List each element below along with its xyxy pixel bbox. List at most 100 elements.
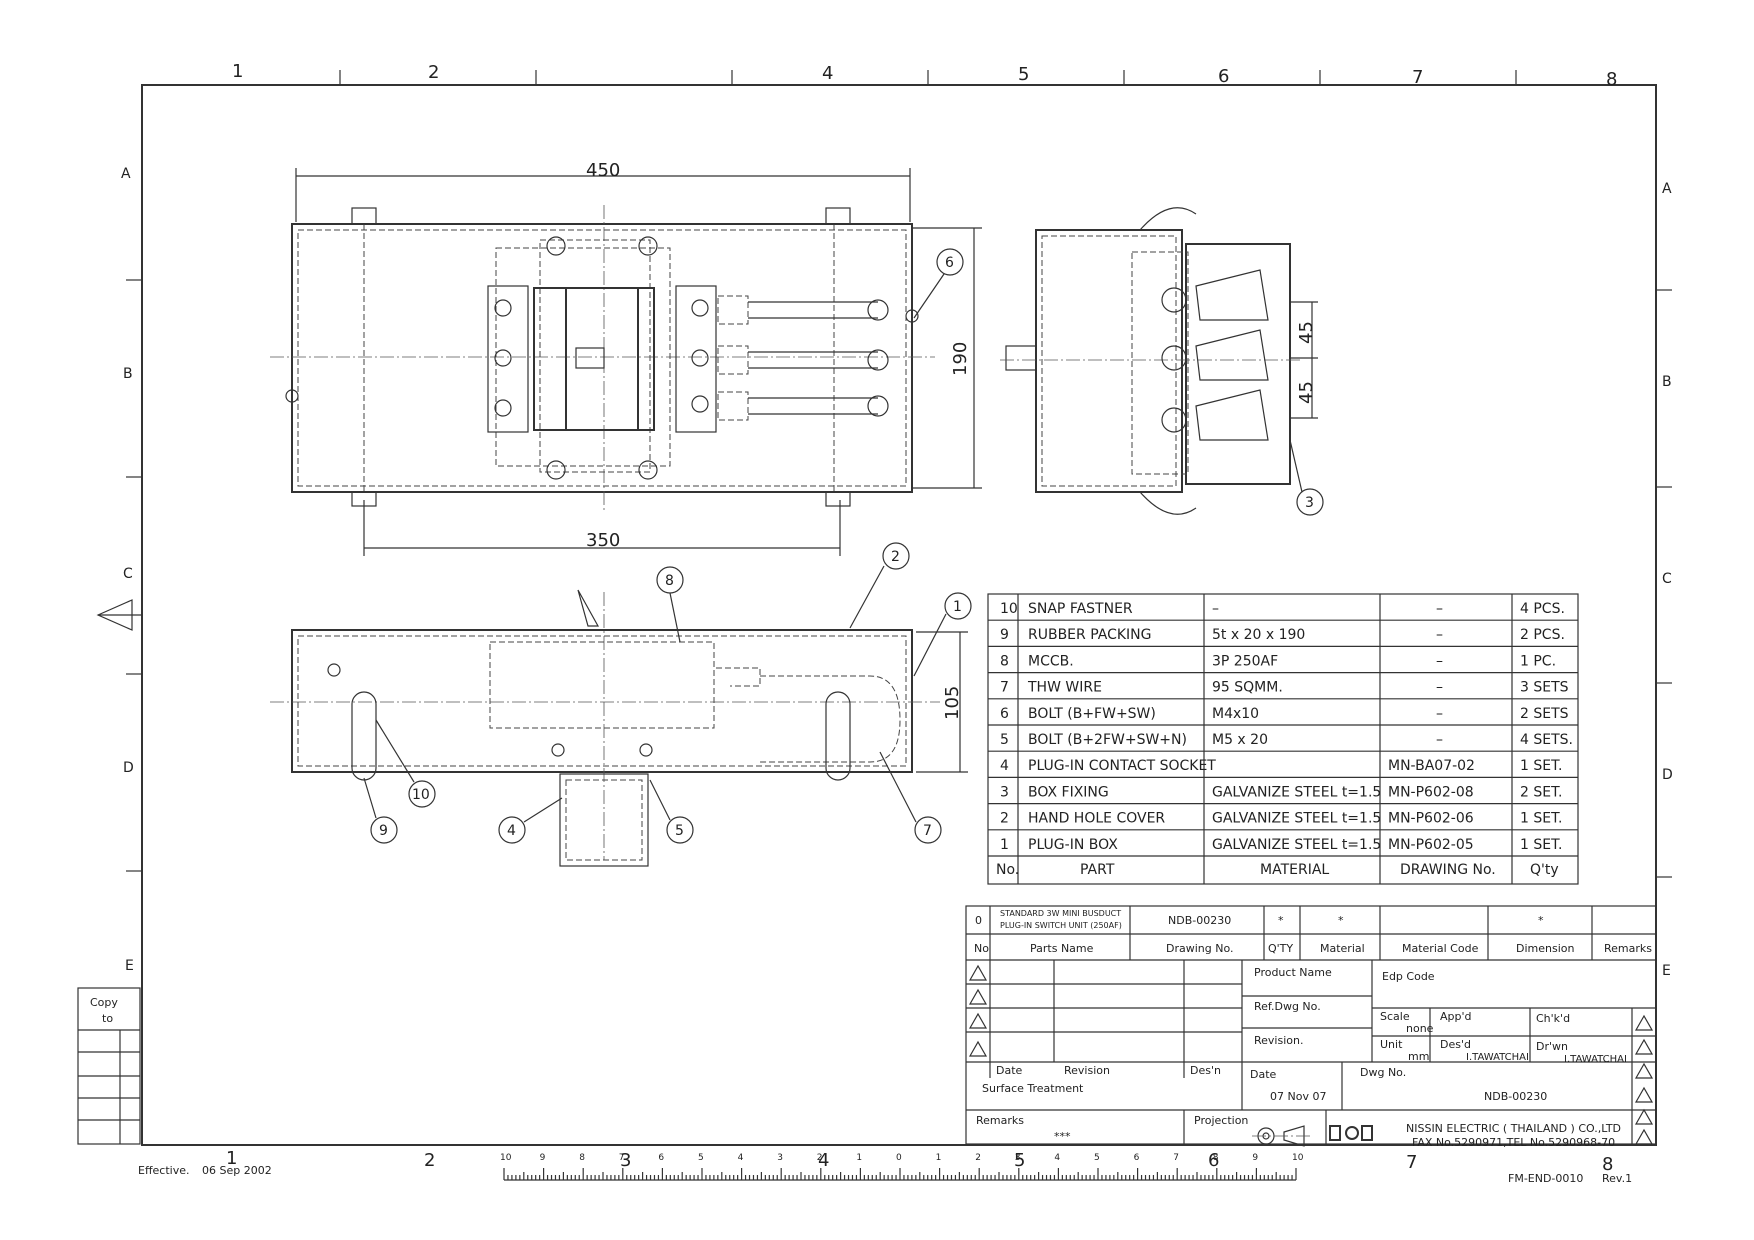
- zone-top-5: 5: [1018, 64, 1029, 85]
- tb-remarks-value: ***: [1054, 1130, 1071, 1143]
- ruler-label: 2: [975, 1153, 981, 1163]
- parts-row-6-material: M4x10: [1212, 706, 1259, 722]
- parts-row-3-qty: 2 SET.: [1520, 784, 1562, 800]
- parts-row-10-material: –: [1212, 601, 1219, 617]
- parts-row-7-part: THW WIRE: [1027, 680, 1102, 696]
- balloon-1: 1: [953, 599, 962, 615]
- parts-row-2-no: 2: [1000, 811, 1009, 827]
- balloon-3: 3: [1305, 495, 1314, 511]
- ruler-label: 8: [1213, 1153, 1219, 1163]
- zone-bottom-3: 3: [620, 1150, 631, 1171]
- parts-row-2-part: HAND HOLE COVER: [1028, 811, 1165, 827]
- dim-450: 450: [586, 160, 620, 181]
- tb-scale-label: Scale: [1380, 1010, 1410, 1023]
- zone-left-b: B: [123, 366, 133, 382]
- dim-45-b: 45: [1296, 381, 1317, 404]
- parts-row-10-qty: 4 PCS.: [1520, 601, 1565, 617]
- parts-row-6-drawing: –: [1436, 706, 1443, 722]
- tb-rev-desn: Des'n: [1190, 1064, 1221, 1077]
- zone-left-c: C: [123, 566, 133, 582]
- zone-right-a: A: [1662, 181, 1672, 197]
- zone-top-2: 2: [428, 62, 439, 83]
- parts-row-3-part: BOX FIXING: [1028, 784, 1109, 800]
- balloon-5: 5: [675, 823, 684, 839]
- ruler-label: 2: [817, 1153, 823, 1163]
- zone-left-a: A: [121, 166, 131, 182]
- tb-hdr-remarks: Remarks: [1604, 942, 1652, 955]
- parts-header-part: PART: [1080, 862, 1115, 878]
- parts-row-7-drawing: –: [1436, 680, 1443, 696]
- parts-row-5-qty: 4 SETS.: [1520, 732, 1573, 748]
- footer-effective: Effective.: [138, 1164, 190, 1177]
- zone-bottom-4: 4: [818, 1150, 829, 1171]
- tb-drwn-label: Dr'wn: [1536, 1040, 1568, 1053]
- tb-row0-name-2: PLUG-IN SWITCH UNIT (250AF): [1000, 921, 1122, 930]
- parts-row-6-no: 6: [1000, 706, 1009, 722]
- company-logo-icon: [1329, 1125, 1373, 1141]
- parts-row-7-qty: 3 SETS: [1520, 680, 1569, 696]
- projection-symbol-icon: [1252, 1125, 1310, 1147]
- zone-top-8: 8: [1606, 69, 1617, 90]
- parts-row-7-no: 7: [1000, 680, 1009, 696]
- zone-right-b: B: [1662, 374, 1672, 390]
- parts-row-9-drawing: –: [1436, 627, 1443, 643]
- footer-rev: Rev.1: [1602, 1172, 1632, 1185]
- zone-bottom-5: 5: [1014, 1150, 1025, 1171]
- zone-bottom-7: 7: [1406, 1152, 1417, 1173]
- tb-hdr-qty: Q'TY: [1268, 942, 1293, 955]
- balloon-callouts: 1 2 3 4 5 6 7 8 9 10: [363, 248, 1324, 844]
- copy-line1: Copy: [90, 996, 118, 1009]
- balloon-7: 7: [923, 823, 932, 839]
- ruler-label: 0: [896, 1153, 902, 1163]
- copy-line2: to: [102, 1012, 113, 1025]
- parts-header-drawing: DRAWING No.: [1400, 862, 1496, 878]
- tb-chkd: Ch'k'd: [1536, 1012, 1570, 1025]
- tb-scale-value: none: [1406, 1022, 1434, 1035]
- parts-row-4-no: 4: [1000, 758, 1009, 774]
- tb-row0-dimension: *: [1538, 914, 1544, 927]
- zone-right-c: C: [1662, 571, 1672, 587]
- tb-date-label: Date: [1250, 1068, 1277, 1081]
- dim-190: 190: [950, 342, 971, 376]
- parts-row-2-material: GALVANIZE STEEL t=1.5: [1212, 811, 1381, 827]
- tb-surface-treatment: Surface Treatment: [982, 1082, 1084, 1095]
- zone-bottom-6: 6: [1208, 1150, 1219, 1171]
- ruler-label: 6: [658, 1153, 664, 1163]
- zone-top-7: 7: [1412, 67, 1423, 88]
- ruler-label: 8: [579, 1153, 585, 1163]
- tb-hdr-no: No: [974, 942, 989, 955]
- parts-row-6-part: BOLT (B+FW+SW): [1028, 706, 1156, 722]
- tb-hdr-drawing-no: Drawing No.: [1166, 942, 1234, 955]
- ruler-label: 5: [698, 1153, 704, 1163]
- parts-row-8-qty: 1 PC.: [1520, 653, 1556, 669]
- tb-desd-value: I.TAWATCHAI: [1466, 1052, 1529, 1063]
- parts-row-4-qty: 1 SET.: [1520, 758, 1562, 774]
- ruler-label: 7: [619, 1153, 625, 1163]
- parts-row-8-part: MCCB.: [1028, 653, 1074, 669]
- parts-row-10-drawing: –: [1436, 601, 1443, 617]
- ruler-label: 6: [1134, 1153, 1140, 1163]
- tb-hdr-material-code: Material Code: [1402, 942, 1479, 955]
- zone-left-e: E: [125, 958, 134, 974]
- tb-row0-drawing: NDB-00230: [1168, 914, 1231, 927]
- tb-projection: Projection: [1194, 1114, 1248, 1127]
- parts-row-8-drawing: –: [1436, 653, 1443, 669]
- ruler-label: 10: [1292, 1153, 1304, 1163]
- tb-product-name: Product Name: [1254, 966, 1332, 979]
- footer-form-no: FM-END-0010: [1508, 1172, 1583, 1185]
- bottom-view: 105: [270, 589, 968, 867]
- ruler-label: 1: [936, 1153, 942, 1163]
- zone-bottom-8: 8: [1602, 1154, 1613, 1175]
- tb-revision: Revision.: [1254, 1034, 1303, 1047]
- ruler-label: 10: [500, 1153, 512, 1163]
- ruler-label: 5: [1094, 1153, 1100, 1163]
- tb-hdr-dimension: Dimension: [1516, 942, 1574, 955]
- parts-row-9-material: 5t x 20 x 190: [1212, 627, 1305, 643]
- parts-header-no: No.: [996, 862, 1019, 878]
- balloon-2: 2: [891, 549, 900, 565]
- tb-company-line1: NISSIN ELECTRIC ( THAILAND ) CO.,LTD: [1406, 1122, 1621, 1135]
- parts-row-2-qty: 1 SET.: [1520, 811, 1562, 827]
- ruler-label: 9: [1252, 1153, 1258, 1163]
- tb-dwg-no-value: NDB-00230: [1484, 1090, 1547, 1103]
- zone-bottom-2: 2: [424, 1150, 435, 1171]
